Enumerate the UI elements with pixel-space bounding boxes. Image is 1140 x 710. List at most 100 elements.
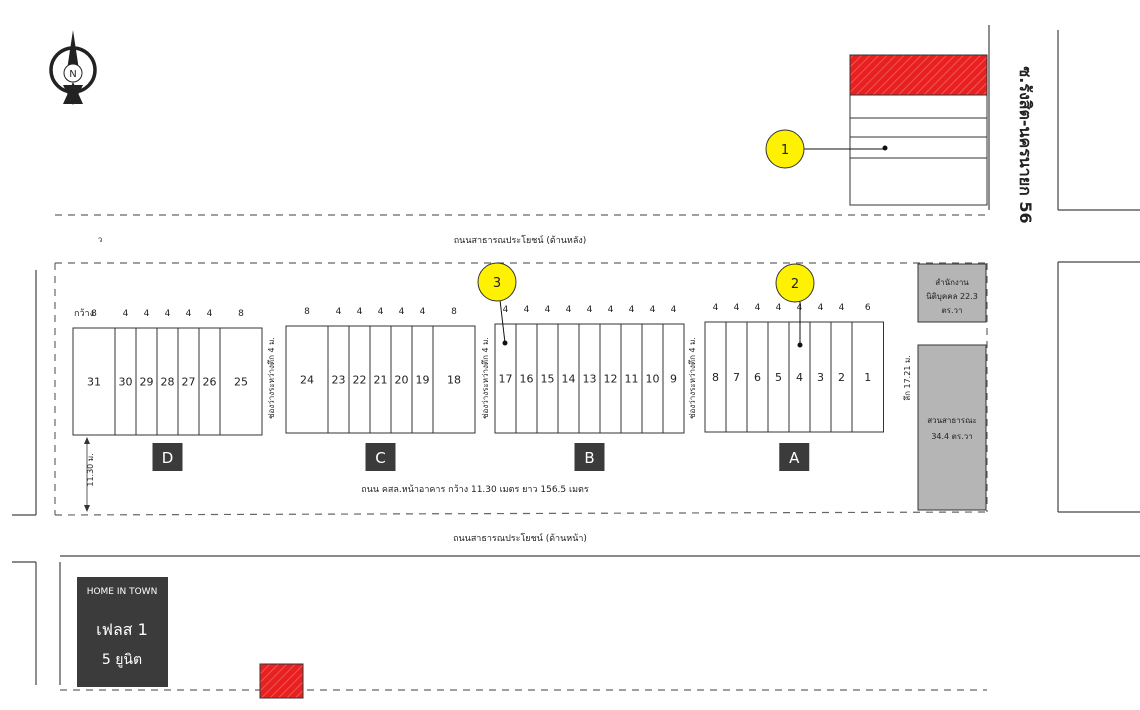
unit-width-label: 4 xyxy=(839,303,845,313)
zone-badge-b xyxy=(574,443,605,471)
red-hatch-square xyxy=(259,663,304,699)
width-prefix: กว้าง xyxy=(74,308,94,319)
unit-number: 31 xyxy=(87,376,101,389)
zone-badge-label: A xyxy=(789,449,800,467)
unit-number: 17 xyxy=(499,373,513,386)
marker-3-label: 3 xyxy=(493,276,501,291)
zone-a: 8474645444342416A xyxy=(704,303,884,471)
road-width-dimension: 11.30 ม. xyxy=(84,437,95,512)
zone-badge-label: B xyxy=(584,449,594,467)
unit-width-label: 4 xyxy=(734,303,740,313)
unit-number: 23 xyxy=(332,374,346,387)
unit-number: 8 xyxy=(712,371,719,384)
unit-25[interactable] xyxy=(219,327,263,436)
unit-width-label: 4 xyxy=(420,307,426,317)
public-park: สวนสาธารณะ 34.4 ตร.วา xyxy=(917,344,987,511)
unit-width-label: 8 xyxy=(238,309,244,319)
side-road-label: ซ.รังสิต-นครนายก 56 xyxy=(1016,66,1035,223)
main-road-label: ถนน คสล.หน้าอาคาร กว้าง 11.30 เมตร ยาว 1… xyxy=(361,484,589,495)
office-line1: สำนักงาน xyxy=(935,278,969,287)
unit-number: 27 xyxy=(182,376,196,389)
phase-brand: HOME IN TOWN xyxy=(87,587,158,597)
unit-number: 20 xyxy=(395,374,409,387)
unit-width-label: 4 xyxy=(336,307,342,317)
unit-number: 18 xyxy=(447,374,461,387)
unit-31[interactable] xyxy=(72,327,116,436)
unit-width-label: 4 xyxy=(524,305,530,315)
unit-number: 19 xyxy=(416,374,430,387)
back-road-label: ถนนสาธารณประโยชน์ (ด้านหลัง) xyxy=(454,234,587,246)
unit-9[interactable] xyxy=(662,323,685,434)
top-left-mark: ว xyxy=(98,235,103,244)
reference-building xyxy=(849,54,988,206)
unit-width-label: 4 xyxy=(671,305,677,315)
unit-number: 1 xyxy=(864,371,871,384)
unit-number: 24 xyxy=(300,374,314,387)
unit-number: 25 xyxy=(234,376,248,389)
unit-width-label: 4 xyxy=(357,307,363,317)
unit-width-label: 4 xyxy=(629,305,635,315)
unit-number: 11 xyxy=(625,373,639,386)
unit-width-label: 4 xyxy=(776,303,782,313)
zone-badge-c xyxy=(365,443,396,471)
unit-width-label: 4 xyxy=(650,305,656,315)
unit-number: 30 xyxy=(119,376,133,389)
front-road-label: ถนนสาธารณประโยชน์ (ด้านหน้า) xyxy=(453,532,587,544)
unit-width-label: 4 xyxy=(755,303,761,313)
gap-label-ba: ช่องว่างระหว่างตึก 4 ม. xyxy=(688,337,697,419)
zone-badge-label: D xyxy=(162,449,174,467)
marker-1[interactable]: 1 xyxy=(765,129,884,169)
unit-width-label: 8 xyxy=(304,307,310,317)
depth-label: ลึก 17.21 ม. xyxy=(903,355,912,401)
unit-number: 16 xyxy=(520,373,534,386)
unit-width-label: 4 xyxy=(566,305,572,315)
unit-number: 2 xyxy=(838,371,845,384)
unit-width-label: 4 xyxy=(165,309,171,319)
unit-number: 12 xyxy=(604,373,618,386)
unit-1[interactable] xyxy=(851,321,884,433)
unit-width-label: 4 xyxy=(608,305,614,315)
juristic-office: สำนักงาน นิติบุคคล 22.3 ตร.วา xyxy=(917,263,987,323)
unit-number: 13 xyxy=(583,373,597,386)
unit-width-label: 4 xyxy=(503,305,509,315)
unit-number: 10 xyxy=(646,373,660,386)
park-line1: สวนสาธารณะ xyxy=(927,416,977,425)
office-line2: นิติบุคคล 22.3 xyxy=(926,292,978,301)
marker-1-label: 1 xyxy=(781,143,789,158)
unit-width-label: 8 xyxy=(91,309,97,319)
unit-18[interactable] xyxy=(432,325,476,434)
unit-number: 5 xyxy=(775,371,782,384)
unit-number: 9 xyxy=(670,373,677,386)
unit-width-label: 4 xyxy=(186,309,192,319)
marker-3[interactable]: 3 xyxy=(477,262,517,346)
unit-width-label: 4 xyxy=(587,305,593,315)
unit-width-label: 4 xyxy=(207,309,213,319)
gap-label-cb: ช่องว่างระหว่างตึก 4 ม. xyxy=(481,337,490,419)
compass-label: N xyxy=(69,69,76,80)
unit-width-label: 4 xyxy=(144,309,150,319)
unit-24[interactable] xyxy=(285,325,329,434)
unit-number: 14 xyxy=(562,373,576,386)
office-line3: ตร.วา xyxy=(941,306,962,315)
unit-width-label: 8 xyxy=(451,307,457,317)
zone-badge-a xyxy=(779,443,810,471)
phase-subtitle: 5 ยูนิต xyxy=(102,652,142,668)
road-width-label: 11.30 ม. xyxy=(86,453,95,486)
unit-number: 3 xyxy=(817,371,824,384)
gap-label-dc: ช่องว่างระหว่างตึก 4 ม. xyxy=(267,337,276,419)
zone-badge-d xyxy=(152,443,183,471)
unit-number: 26 xyxy=(203,376,217,389)
phase-box: HOME IN TOWN เฟลส 1 5 ยูนิต xyxy=(77,577,168,687)
park-line2: 34.4 ตร.วา xyxy=(931,432,972,441)
unit-width-label: 4 xyxy=(399,307,405,317)
north-compass-icon: N xyxy=(49,30,97,105)
unit-number: 28 xyxy=(161,376,175,389)
unit-width-label: 4 xyxy=(378,307,384,317)
marker-2-label: 2 xyxy=(791,277,799,292)
unit-width-label: 4 xyxy=(545,305,551,315)
unit-number: 15 xyxy=(541,373,555,386)
marker-2[interactable]: 2 xyxy=(775,263,815,348)
unit-width-label: 4 xyxy=(713,303,719,313)
